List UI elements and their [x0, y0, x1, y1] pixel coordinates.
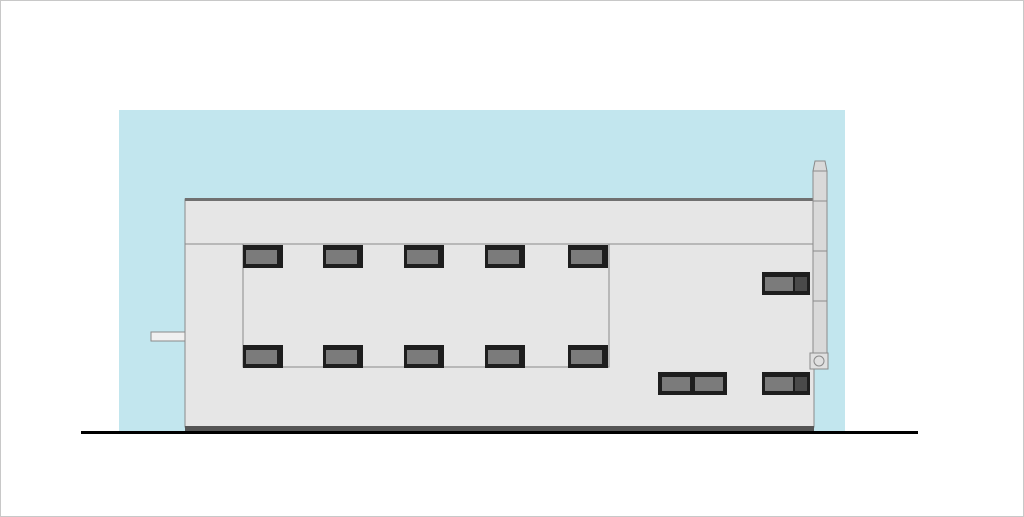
lower-window-row [243, 345, 608, 368]
left-canopy [150, 331, 186, 342]
window [568, 345, 608, 368]
window [243, 345, 283, 368]
flue-pipe-icon [809, 160, 829, 370]
window [485, 245, 525, 268]
window [485, 345, 525, 368]
window [404, 245, 444, 268]
window [568, 245, 608, 268]
window [323, 245, 363, 268]
window [404, 345, 444, 368]
double-window [658, 372, 727, 395]
right-window-upper [762, 272, 810, 295]
window [243, 245, 283, 268]
plinth [185, 426, 814, 432]
window [323, 345, 363, 368]
upper-window-row [243, 245, 608, 268]
ground-line [81, 431, 918, 434]
right-window-lower [762, 372, 810, 395]
roof-edge [185, 198, 814, 201]
